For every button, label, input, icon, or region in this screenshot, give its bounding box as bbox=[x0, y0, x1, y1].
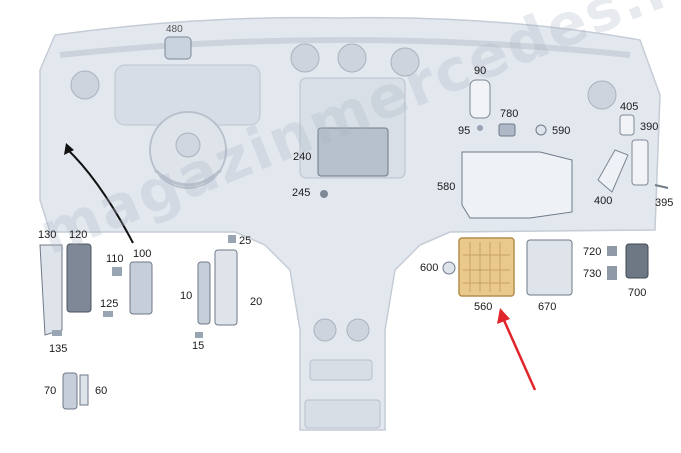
callout-25: 25 bbox=[239, 235, 252, 247]
part-130 bbox=[39, 244, 63, 336]
callout-405: 405 bbox=[620, 101, 639, 113]
part-70 bbox=[62, 372, 78, 410]
callout-720: 720 bbox=[583, 246, 602, 258]
console-tray bbox=[304, 399, 381, 429]
callout-15: 15 bbox=[192, 340, 205, 352]
part-240 bbox=[317, 127, 389, 177]
callout-70: 70 bbox=[44, 385, 57, 397]
part-120 bbox=[66, 243, 92, 313]
part-135 bbox=[52, 330, 62, 336]
part-125 bbox=[103, 311, 113, 317]
part-670 bbox=[526, 239, 573, 296]
callout-390: 390 bbox=[640, 121, 659, 133]
part-15 bbox=[195, 332, 203, 338]
part-400 bbox=[597, 149, 629, 193]
red-arrow bbox=[501, 317, 537, 391]
part-720 bbox=[607, 246, 617, 256]
part-390 bbox=[631, 139, 649, 186]
callout-240: 240 bbox=[293, 151, 312, 163]
part-90 bbox=[469, 79, 491, 119]
callout-780: 780 bbox=[500, 108, 519, 120]
callout-110: 110 bbox=[106, 253, 124, 265]
part-10 bbox=[197, 261, 211, 325]
part-100 bbox=[129, 261, 153, 315]
callout-60: 60 bbox=[95, 385, 108, 397]
callout-590: 590 bbox=[552, 125, 571, 137]
part-245 bbox=[320, 190, 328, 198]
callout-125: 125 bbox=[100, 298, 119, 310]
callout-130: 130 bbox=[38, 229, 57, 241]
callout-670: 670 bbox=[538, 301, 557, 313]
vent-right bbox=[587, 80, 617, 110]
callout-95: 95 bbox=[458, 125, 471, 137]
callout-480: 480 bbox=[166, 24, 183, 35]
part-110 bbox=[112, 267, 122, 276]
part-560-fuse-box bbox=[458, 237, 515, 297]
part-25 bbox=[228, 235, 236, 243]
vent-left bbox=[70, 70, 100, 100]
callout-400: 400 bbox=[594, 195, 613, 207]
part-95 bbox=[477, 125, 483, 131]
console-vent-right bbox=[346, 318, 370, 342]
callout-395: 395 bbox=[655, 197, 674, 209]
console-panel bbox=[309, 359, 373, 381]
callout-700: 700 bbox=[628, 287, 647, 299]
part-590 bbox=[535, 124, 547, 136]
part-60 bbox=[79, 374, 89, 406]
part-480 bbox=[164, 36, 192, 60]
callout-135: 135 bbox=[49, 343, 68, 355]
callout-600: 600 bbox=[420, 262, 439, 274]
part-580 bbox=[461, 151, 573, 219]
vent-center-3 bbox=[390, 47, 420, 77]
callout-730: 730 bbox=[583, 268, 602, 280]
callout-20: 20 bbox=[250, 296, 263, 308]
callout-90: 90 bbox=[474, 65, 487, 77]
callout-120: 120 bbox=[69, 229, 88, 241]
part-780 bbox=[498, 123, 516, 137]
vent-center-2 bbox=[337, 43, 367, 73]
black-arrow bbox=[65, 147, 134, 244]
dashboard-top-ridge bbox=[59, 37, 631, 58]
console-vent-left bbox=[313, 318, 337, 342]
callout-560: 560 bbox=[474, 301, 493, 313]
callout-245: 245 bbox=[292, 187, 311, 199]
part-700 bbox=[625, 243, 649, 279]
part-600 bbox=[442, 261, 456, 275]
part-395 bbox=[654, 184, 669, 189]
callout-10: 10 bbox=[180, 290, 193, 302]
callout-580: 580 bbox=[437, 181, 456, 193]
part-20 bbox=[214, 249, 238, 326]
part-730 bbox=[607, 266, 617, 280]
callout-100: 100 bbox=[133, 248, 152, 260]
part-405 bbox=[619, 114, 635, 136]
vent-center-1 bbox=[290, 43, 320, 73]
